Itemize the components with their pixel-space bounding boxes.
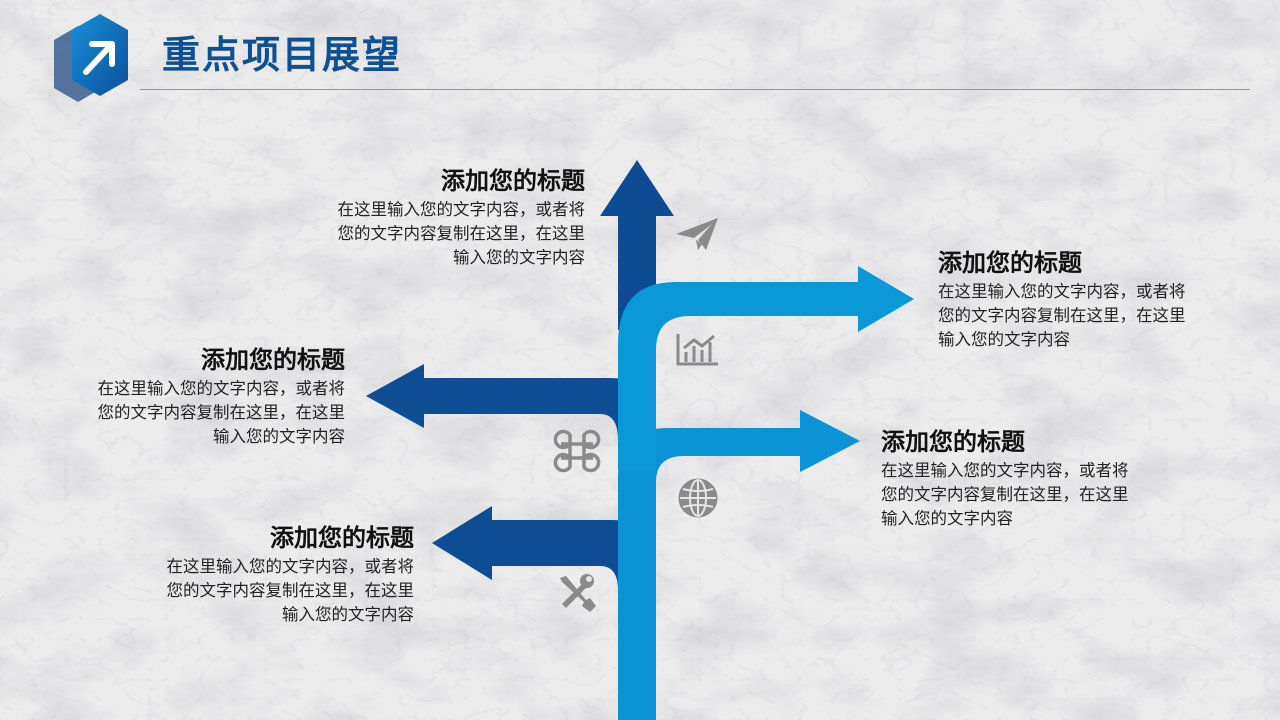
item-title: 添加您的标题 — [441, 167, 585, 195]
page-title: 重点项目展望 — [162, 33, 403, 77]
item-block-left-upper: 添加您的标题 在这里输入您的文字内容，或者将 您的文字内容复制在这里，在这里 输… — [45, 345, 346, 449]
item-desc: 在这里输入您的文字内容，或者将 您的文字内容复制在这里，在这里 输入您的文字内容 — [337, 200, 586, 267]
bar-chart-icon — [676, 334, 718, 366]
item-desc: 在这里输入您的文字内容，或者将 您的文字内容复制在这里，在这里 输入您的文字内容 — [97, 379, 346, 446]
item-title: 添加您的标题 — [938, 249, 1082, 277]
item-title: 添加您的标题 — [881, 428, 1025, 456]
arrow-branch-right-upper — [618, 266, 914, 470]
item-block-left-lower: 添加您的标题 在这里输入您的文字内容，或者将 您的文字内容复制在这里，在这里 输… — [114, 523, 415, 627]
item-desc: 在这里输入您的文字内容，或者将 您的文字内容复制在这里，在这里 输入您的文字内容 — [166, 557, 415, 624]
item-block-right-lower: 添加您的标题 在这里输入您的文字内容，或者将 您的文字内容复制在这里，在这里 输… — [881, 427, 1181, 531]
item-title: 添加您的标题 — [201, 346, 345, 374]
item-block-right-upper: 添加您的标题 在这里输入您的文字内容，或者将 您的文字内容复制在这里，在这里 输… — [938, 248, 1238, 352]
globe-icon — [678, 478, 718, 518]
header-divider — [140, 89, 1250, 90]
tools-icon — [560, 574, 596, 612]
arrow-branch-left-upper — [366, 364, 656, 470]
item-title: 添加您的标题 — [270, 524, 414, 552]
command-icon — [553, 429, 601, 473]
arrow-branch-left-lower — [432, 506, 656, 720]
item-desc: 在这里输入您的文字内容，或者将 您的文字内容复制在这里，在这里 输入您的文字内容 — [881, 461, 1129, 528]
item-desc: 在这里输入您的文字内容，或者将 您的文字内容复制在这里，在这里 输入您的文字内容 — [938, 282, 1186, 349]
arrow-up-right-icon — [83, 41, 115, 75]
paper-plane-icon — [676, 218, 718, 250]
header-badge — [54, 14, 128, 102]
item-block-up: 添加您的标题 在这里输入您的文字内容，或者将 您的文字内容复制在这里，在这里 输… — [285, 166, 586, 270]
